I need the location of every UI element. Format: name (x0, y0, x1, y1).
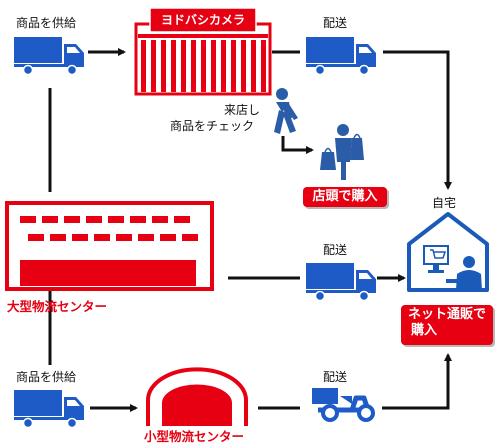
walking-person-icon (274, 88, 298, 134)
label-home: 自宅 (432, 196, 457, 210)
label-visit-line1: 来店し (224, 103, 261, 117)
arrow-bike-to-home (382, 353, 452, 410)
label-supply-bottom: 商品を供給 (16, 370, 77, 384)
connectors (48, 48, 452, 412)
shopper-with-bags-icon (320, 124, 364, 180)
badge-in-store-purchase: 店頭で購入 (303, 187, 387, 207)
truck-icon-supply-top (14, 37, 84, 76)
small-logistics-center-icon (146, 367, 248, 426)
label-delivery-mid: 配送 (323, 243, 348, 257)
arrow-truck-to-home (383, 50, 452, 190)
truck-icon-delivery-mid (306, 263, 376, 302)
store-building-icon (134, 7, 272, 96)
store-sign: ヨドバシカメラ (160, 13, 245, 27)
motorbike-icon (312, 388, 375, 422)
truck-icon-delivery-top (306, 37, 376, 76)
arrow-customer-to-purchase (281, 136, 314, 154)
label-small-logistics-center: 小型物流センター (144, 429, 245, 444)
truck-icon-supply-bottom (14, 390, 84, 429)
label-supply-top: 商品を供給 (16, 16, 77, 30)
badge-online-purchase: ネット通販で 購入 (401, 305, 493, 345)
badge-online-line1: ネット通販で (407, 307, 486, 322)
label-large-logistics-center: 大型物流センター (7, 299, 108, 314)
label-delivery-bottom: 配送 (323, 370, 348, 384)
label-visit-line2: 商品をチェック (170, 119, 255, 133)
large-logistics-center-icon (5, 201, 214, 291)
home-icon (407, 212, 489, 292)
badge-online-line2: 購入 (411, 323, 438, 338)
label-delivery-top: 配送 (323, 16, 348, 30)
